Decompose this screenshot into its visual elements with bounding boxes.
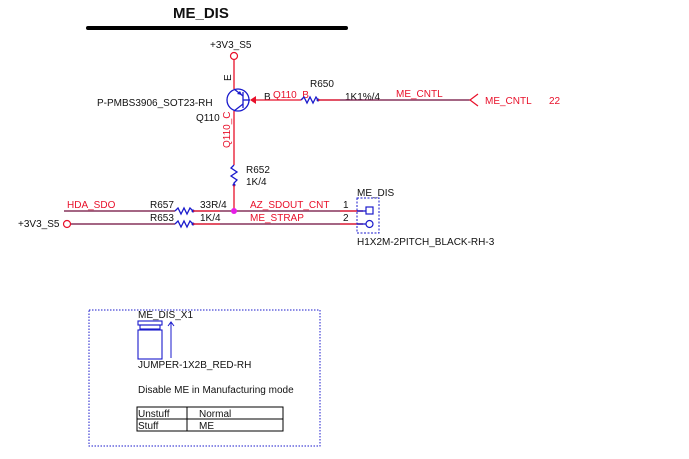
hda-sdo-net-label: HDA_SDO — [67, 200, 116, 211]
me-cntl-net-label: ME_CNTL — [396, 89, 443, 100]
r650-ref: R650 — [310, 79, 334, 90]
me-cntl-port-label[interactable]: ME_CNTL — [485, 96, 532, 107]
pin2-circle-icon[interactable] — [365, 219, 374, 229]
r652-value: 1K/4 — [246, 177, 267, 188]
base-arrow-icon — [250, 96, 256, 104]
table-row-state: Stuff — [138, 421, 159, 432]
sheet-title: ME_DIS — [173, 5, 229, 22]
table-row-state: Unstuff — [138, 409, 170, 420]
r657-ref: R657 — [150, 200, 174, 211]
pin1-square-icon[interactable] — [365, 206, 374, 215]
r652-resistor-icon[interactable] — [229, 164, 239, 185]
jumper-icon[interactable] — [137, 320, 175, 360]
r657-resistor-icon[interactable] — [174, 206, 194, 216]
jumper-table — [136, 406, 284, 432]
transistor-q110-icon[interactable] — [226, 85, 250, 115]
me-cntl-page-ref[interactable]: 22 — [549, 96, 561, 107]
r653-ref: R653 — [150, 213, 174, 224]
table-row-mode: Normal — [199, 409, 231, 420]
r653-resistor-icon[interactable] — [174, 219, 194, 229]
transistor-part: P-PMBS3906_SOT23-RH — [97, 98, 213, 109]
jumper-ref: ME_DIS_X1 — [138, 310, 193, 321]
me-strap-net-label: ME_STRAP — [250, 213, 304, 224]
transistor-ref: Q110 — [196, 113, 220, 124]
r657-value: 33R/4 — [200, 200, 227, 211]
az-sdout-cnt-net-label: AZ_SDOUT_CNT — [250, 200, 329, 211]
header-outline[interactable] — [356, 197, 380, 234]
header-part: H1X2M-2PITCH_BLACK-RH-3 — [357, 237, 495, 248]
pin1-number: 1 — [343, 200, 349, 211]
header-ref: ME_DIS — [357, 188, 395, 199]
r652-ref: R652 — [246, 165, 270, 176]
jumper-part: JUMPER-1X2B_RED-RH — [138, 360, 251, 371]
top-power-port-icon[interactable] — [229, 51, 239, 61]
pin2-number: 2 — [343, 213, 349, 224]
base-pin-label: B — [264, 92, 271, 103]
base-net-label: Q110_B — [273, 90, 309, 101]
off-page-connector-icon[interactable] — [469, 93, 479, 107]
collector-net-label: Q110_C — [222, 111, 233, 148]
note-description: Disable ME in Manufacturing mode — [138, 385, 294, 396]
table-row-mode: ME — [199, 421, 214, 432]
top-power-label: +3V3_S5 — [210, 40, 252, 51]
emitter-pin-label: E — [223, 74, 234, 81]
r650-value: 1K1%/4 — [345, 92, 380, 103]
junction-dot — [231, 208, 237, 214]
r653-value: 1K/4 — [200, 213, 221, 224]
r650-resistor-icon[interactable] — [300, 95, 319, 105]
left-power-label: +3V3_S5 — [18, 219, 60, 230]
left-power-port-icon[interactable] — [62, 219, 72, 229]
note-box — [88, 309, 321, 447]
